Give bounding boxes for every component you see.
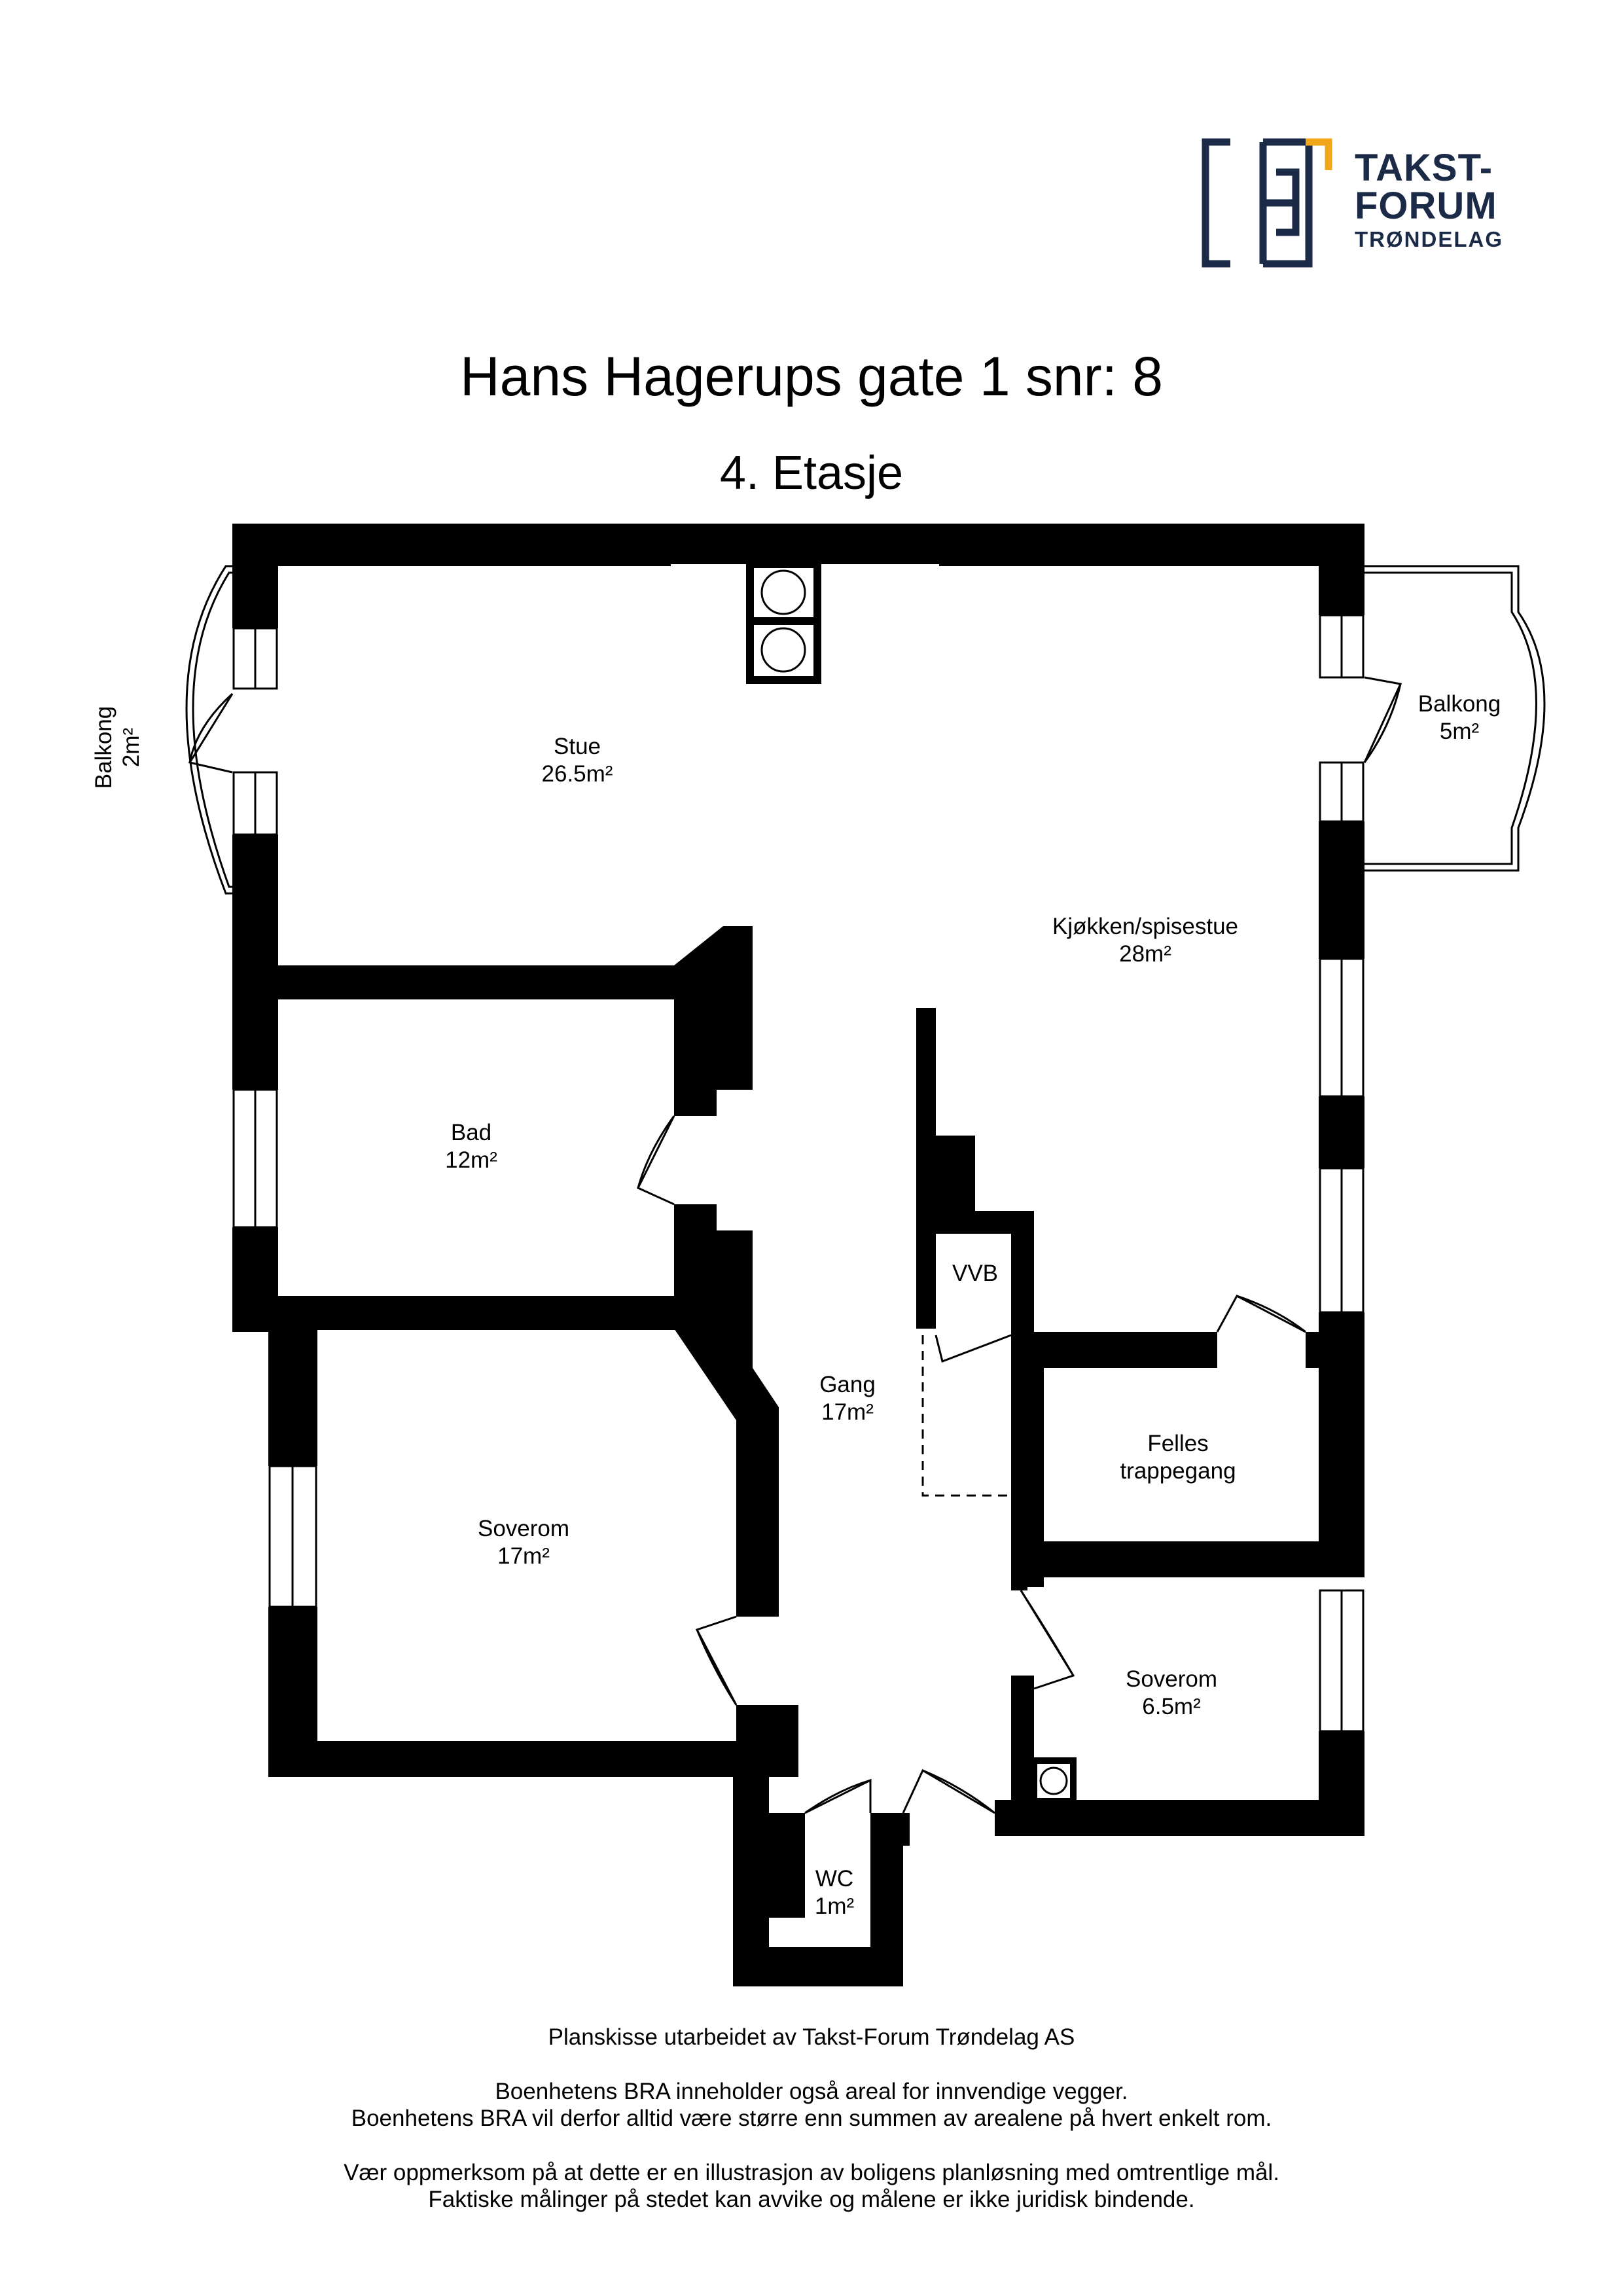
room-felles-name2: trappegang <box>1120 1458 1236 1484</box>
room-gang-area: 17m² <box>821 1399 874 1425</box>
room-kjokken-area: 28m² <box>1119 941 1171 967</box>
room-soverom-2: Soverom 6.5m² <box>1099 1666 1243 1721</box>
wall-stue-bad <box>232 965 704 999</box>
room-felles-name: Felles <box>1147 1431 1209 1456</box>
top-wall-notch-right <box>821 564 939 567</box>
footer-line1: Planskisse utarbeidet av Takst-Forum Trø… <box>548 2024 1075 2050</box>
door-bad <box>636 1115 675 1206</box>
footer-notes: Planskisse utarbeidet av Takst-Forum Trø… <box>0 2024 1623 2213</box>
shaft-2-circle <box>760 627 806 673</box>
logo-mark-icon <box>1202 138 1313 268</box>
chimney-block <box>674 926 753 1116</box>
wall-soverom-left-1 <box>268 1329 317 1466</box>
room-bad-area: 12m² <box>445 1147 497 1173</box>
logo-line3: TRØNDELAG <box>1355 227 1503 251</box>
wall-wc-stub <box>870 1813 910 1846</box>
room-vvb: VVB <box>936 1260 1014 1287</box>
page-title: Hans Hagerups gate 1 snr: 8 <box>460 346 1163 407</box>
room-soverom-1: Soverom 17m² <box>452 1515 596 1570</box>
room-gang-name: Gang <box>819 1372 876 1397</box>
room-kjokken-name: Kjøkken/spisestue <box>1052 914 1239 939</box>
room-stue: Stue 26.5m² <box>499 733 656 788</box>
footer-line5: Faktiske målinger på stedet kan avvike o… <box>428 2187 1195 2212</box>
wall-right-3 <box>1319 1096 1364 1168</box>
wall-sov2-stub <box>995 1800 1021 1836</box>
logo-line2: FORUM <box>1355 185 1497 227</box>
shaft-1 <box>754 568 813 617</box>
wall-bad-soverom <box>232 1296 694 1330</box>
door-felles <box>1216 1294 1306 1333</box>
shaft-sov2-circle <box>1039 1767 1068 1795</box>
room-bad: Bad 12m² <box>406 1119 537 1174</box>
balkong-left-outline <box>185 565 232 895</box>
door-entrance <box>902 1768 995 1814</box>
balconies <box>185 565 1546 895</box>
room-wc-area: 1m² <box>814 1893 855 1919</box>
wall-soverom-bottom <box>268 1741 782 1777</box>
logo-accent-icon <box>1306 138 1332 170</box>
room-soverom-1-area: 17m² <box>497 1543 550 1569</box>
footer-line4: Vær oppmerksom på at dette er en illustr… <box>344 2160 1279 2185</box>
room-balkong-left-name: Balkong <box>91 706 116 789</box>
wall-wc-left <box>733 1741 769 1986</box>
room-gang: Gang 17m² <box>782 1371 913 1426</box>
room-bad-name: Bad <box>450 1120 492 1145</box>
balkong-right-outline <box>1364 565 1546 872</box>
wall-left-1 <box>232 524 278 628</box>
door-sov2 <box>1020 1590 1075 1690</box>
room-soverom-1-name: Soverom <box>477 1516 570 1541</box>
page-subtitle: 4. Etasje <box>719 447 904 499</box>
room-balkong-left: Balkong 2m² <box>90 669 145 826</box>
walls <box>232 524 1364 1986</box>
wall-right-2 <box>1319 821 1364 959</box>
wall-felles-bottom <box>1011 1541 1364 1577</box>
room-wc: WC 1m² <box>782 1865 887 1920</box>
logo-line1: TAKST- <box>1355 147 1493 189</box>
wall-felles-top <box>1018 1332 1217 1368</box>
dashed-line <box>921 1335 1011 1497</box>
room-felles: Felles trappegang <box>1086 1430 1270 1485</box>
wall-wc-left-inner <box>769 1813 805 1918</box>
room-wc-name: WC <box>815 1866 854 1892</box>
ventilation-shafts <box>746 560 1077 1803</box>
room-balkong-right: Balkong 5m² <box>1381 691 1538 745</box>
shaft-sov2 <box>1037 1764 1070 1798</box>
door-wc <box>804 1778 872 1814</box>
shaft-1-circle <box>760 569 806 615</box>
wall-vvb-right <box>1011 1211 1034 1335</box>
footer-line2: Boenhetens BRA inneholder også areal for… <box>495 2079 1128 2104</box>
top-wall-notch-left <box>671 564 749 567</box>
wall-bad-right <box>674 1204 779 1617</box>
wall-sov2-bottom <box>995 1800 1364 1836</box>
wall-right-1 <box>1319 524 1364 615</box>
windows <box>232 614 1364 1732</box>
room-balkong-left-area: 2m² <box>118 727 144 768</box>
room-stue-area: 26.5m² <box>541 761 613 787</box>
shaft-2 <box>754 625 813 676</box>
room-balkong-right-area: 5m² <box>1439 719 1480 744</box>
room-vvb-name: VVB <box>952 1261 999 1286</box>
wall-left-2 <box>232 834 278 1090</box>
wall-right-5 <box>1319 1731 1364 1836</box>
room-kjokken: Kjøkken/spisestue 28m² <box>1021 913 1270 968</box>
wall-right-4 <box>1319 1312 1364 1574</box>
room-soverom-2-area: 6.5m² <box>1142 1694 1201 1719</box>
footer-line3: Boenhetens BRA vil derfor alltid være st… <box>351 2106 1272 2131</box>
room-balkong-right-name: Balkong <box>1418 691 1501 717</box>
logo-text: TAKST- FORUM TRØNDELAG <box>1355 149 1503 254</box>
room-soverom-2-name: Soverom <box>1125 1666 1218 1692</box>
wall-top <box>232 524 1364 566</box>
doors <box>188 676 1402 1814</box>
door-vvb <box>935 1334 1012 1363</box>
wall-kitchen-divider <box>916 1008 936 1329</box>
door-soverom <box>695 1615 738 1706</box>
room-stue-name: Stue <box>554 734 601 759</box>
company-logo <box>1202 138 1332 268</box>
